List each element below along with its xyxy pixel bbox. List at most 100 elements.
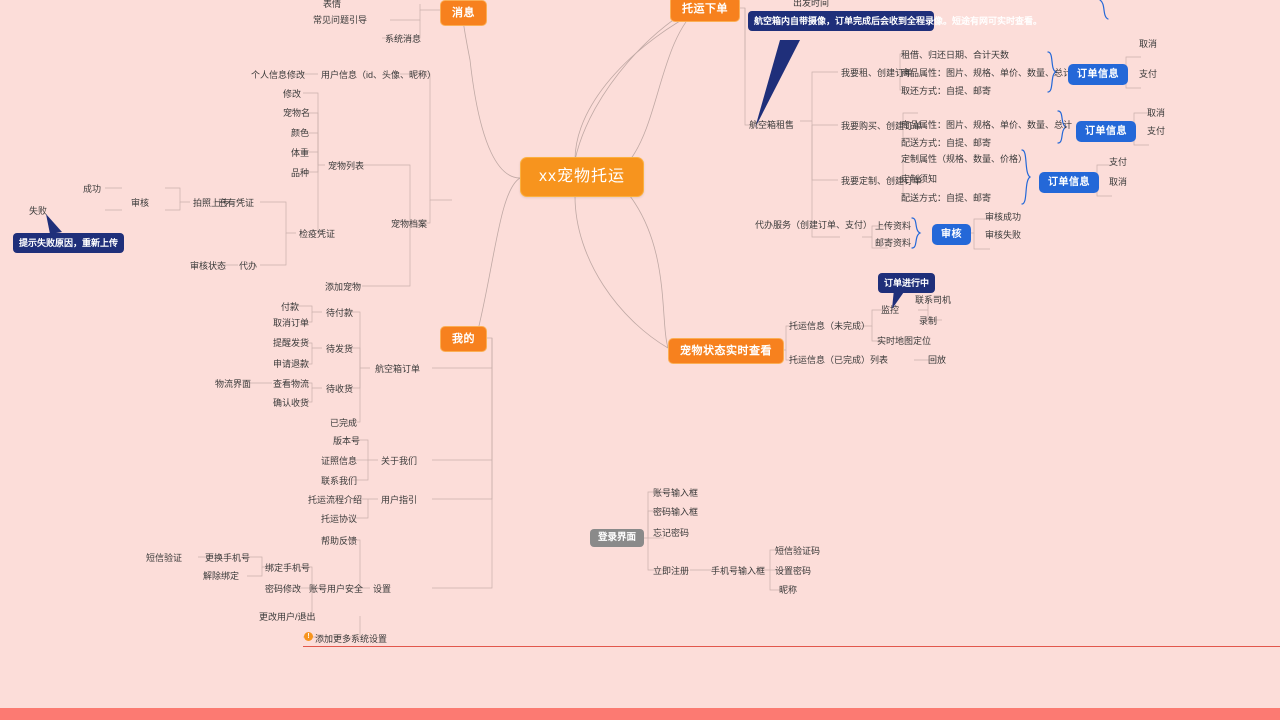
action-pay[interactable]: 付款 bbox=[281, 302, 300, 312]
pet-status-realtime-map[interactable]: 实时地图定位 bbox=[877, 336, 932, 346]
pet-list-child-edit[interactable]: 修改 bbox=[283, 89, 302, 99]
pet-list[interactable]: 宠物列表 bbox=[328, 161, 365, 171]
custom-action-pay[interactable]: 支付 bbox=[1109, 157, 1128, 167]
register-sms-code[interactable]: 短信验证码 bbox=[775, 546, 821, 556]
action-view-logistics[interactable]: 查看物流 bbox=[273, 379, 310, 389]
login-register[interactable]: 立即注册 bbox=[653, 566, 690, 576]
action-cancel-order[interactable]: 取消订单 bbox=[273, 318, 310, 328]
register-nickname[interactable]: 昵称 bbox=[779, 585, 798, 595]
buy-order-info-node[interactable]: 订单信息 bbox=[1076, 121, 1136, 142]
agency-audit-fail[interactable]: 审核失败 bbox=[985, 230, 1022, 240]
audit-result-fail[interactable]: 失败 bbox=[29, 206, 48, 216]
guide-agreement[interactable]: 托运协议 bbox=[321, 514, 358, 524]
security-bind-phone[interactable]: 绑定手机号 bbox=[265, 563, 311, 573]
quarantine-has-cert[interactable]: 已有凭证 bbox=[218, 198, 255, 208]
message-child-faq[interactable]: 常见问题引导 bbox=[313, 15, 368, 25]
pet-status-undone[interactable]: 托运信息（未完成） bbox=[789, 321, 871, 331]
air-box-buy-label[interactable]: 我要购买、创建订单 bbox=[841, 121, 923, 131]
branch-shipping-order[interactable]: 托运下单 bbox=[670, 0, 740, 22]
custom-order-info-node[interactable]: 订单信息 bbox=[1039, 172, 1099, 193]
custom-attr-0[interactable]: 定制属性（规格、数量、价格） bbox=[901, 154, 1028, 164]
agency-attr-mail[interactable]: 邮寄资料 bbox=[875, 238, 912, 248]
rent-attr-2[interactable]: 取还方式：自提、邮寄 bbox=[901, 86, 992, 96]
rent-attr-0[interactable]: 租借、归还日期、合计天数 bbox=[901, 50, 1010, 60]
pet-list-child-name[interactable]: 宠物名 bbox=[283, 108, 311, 118]
pet-list-child-color[interactable]: 颜色 bbox=[291, 128, 310, 138]
buy-action-pay[interactable]: 支付 bbox=[1147, 126, 1166, 136]
buy-action-cancel[interactable]: 取消 bbox=[1147, 108, 1166, 118]
pet-archive-user-info[interactable]: 用户信息（id、头像、昵称） bbox=[321, 70, 437, 80]
quarantine-audit-status[interactable]: 审核状态 bbox=[190, 261, 227, 271]
pet-archive-root[interactable]: 宠物档案 bbox=[391, 219, 428, 229]
login-password-input[interactable]: 密码输入框 bbox=[653, 507, 699, 517]
branch-pet-status[interactable]: 宠物状态实时查看 bbox=[668, 338, 784, 364]
buy-attr-0[interactable]: 商品属性：图片、规格、单价、数量、总计 bbox=[901, 120, 1073, 130]
action-request-refund[interactable]: 申请退款 bbox=[273, 359, 310, 369]
pet-status-done-list[interactable]: 托运信息（已完成）列表 bbox=[789, 355, 889, 365]
login-account-input[interactable]: 账号输入框 bbox=[653, 488, 699, 498]
register-set-password[interactable]: 设置密码 bbox=[775, 566, 812, 576]
order-status-pending-receive[interactable]: 待收货 bbox=[326, 384, 354, 394]
security-change-password[interactable]: 密码修改 bbox=[265, 584, 302, 594]
rent-action-pay[interactable]: 支付 bbox=[1139, 69, 1158, 79]
agency-audit-success[interactable]: 审核成功 bbox=[985, 212, 1022, 222]
branch-message[interactable]: 消息 bbox=[440, 0, 487, 26]
rent-action-cancel[interactable]: 取消 bbox=[1139, 39, 1158, 49]
agency-label[interactable]: 代办服务（创建订单、支付） bbox=[755, 220, 873, 230]
shipping-order-child-departure-time[interactable]: 出发时间 bbox=[793, 0, 830, 8]
audit-result-success[interactable]: 成功 bbox=[83, 184, 102, 194]
user-guide[interactable]: 用户指引 bbox=[381, 495, 418, 505]
pet-status-playback[interactable]: 回放 bbox=[928, 355, 947, 365]
action-confirm-receive[interactable]: 确认收货 bbox=[273, 398, 310, 408]
order-status-pending-ship[interactable]: 待发货 bbox=[326, 344, 354, 354]
custom-attr-1[interactable]: 定制须知 bbox=[901, 174, 938, 184]
message-child-system[interactable]: 系统消息 bbox=[385, 34, 422, 44]
buy-attr-1[interactable]: 配送方式：自提、邮寄 bbox=[901, 138, 992, 148]
about-contact[interactable]: 联系我们 bbox=[321, 476, 358, 486]
agency-audit-node[interactable]: 审核 bbox=[932, 224, 971, 245]
rent-attr-1[interactable]: 商品属性：图片、规格、单价、数量、总计 bbox=[901, 68, 1073, 78]
monitor-record[interactable]: 录制 bbox=[919, 316, 938, 326]
quarantine-agency[interactable]: 代办 bbox=[239, 261, 258, 271]
air-box-rent-label[interactable]: 我要租、创建订单 bbox=[841, 68, 914, 78]
pet-status-monitor[interactable]: 监控 bbox=[881, 305, 900, 315]
agency-attr-upload[interactable]: 上传资料 bbox=[875, 221, 912, 231]
settings-help-feedback[interactable]: 帮助反馈 bbox=[321, 536, 358, 546]
quarantine-audit[interactable]: 审核 bbox=[131, 198, 150, 208]
pet-archive-add-pet[interactable]: 添加宠物 bbox=[325, 282, 362, 292]
monitor-contact-driver[interactable]: 联系司机 bbox=[915, 295, 952, 305]
settings[interactable]: 设置 bbox=[373, 584, 392, 594]
air-box-orders-root[interactable]: 航空箱订单 bbox=[375, 364, 421, 374]
note-add-more-settings[interactable]: ! 添加更多系统设置 bbox=[303, 631, 1280, 647]
login-forgot-password[interactable]: 忘记密码 bbox=[653, 528, 690, 538]
sms-verify[interactable]: 短信验证 bbox=[146, 553, 183, 563]
bind-phone-unbind[interactable]: 解除绑定 bbox=[203, 571, 240, 581]
quarantine-cert[interactable]: 检疫凭证 bbox=[299, 229, 336, 239]
guide-process-intro[interactable]: 托运流程介绍 bbox=[308, 495, 363, 505]
air-box-custom-label[interactable]: 我要定制、创建订单 bbox=[841, 176, 923, 186]
branch-mine[interactable]: 我的 bbox=[440, 326, 487, 352]
security-switch-user-logout[interactable]: 更改用户/退出 bbox=[259, 612, 316, 622]
pet-list-child-breed[interactable]: 品种 bbox=[291, 168, 310, 178]
quarantine-photo-upload[interactable]: 拍照上传 bbox=[193, 198, 230, 208]
pet-archive-personal-edit[interactable]: 个人信息修改 bbox=[251, 70, 306, 80]
custom-action-cancel[interactable]: 取消 bbox=[1109, 177, 1128, 187]
about-license[interactable]: 证照信息 bbox=[321, 456, 358, 466]
action-remind-ship[interactable]: 提醒发货 bbox=[273, 338, 310, 348]
custom-attr-2[interactable]: 配送方式：自提、邮寄 bbox=[901, 193, 992, 203]
order-status-done[interactable]: 已完成 bbox=[330, 418, 358, 428]
air-box-root[interactable]: 航空箱租售 bbox=[749, 120, 795, 130]
register-phone-input[interactable]: 手机号输入框 bbox=[711, 566, 766, 576]
about-version[interactable]: 版本号 bbox=[333, 436, 361, 446]
settings-account-security[interactable]: 账号用户安全 bbox=[309, 584, 364, 594]
logistics-page[interactable]: 物流界面 bbox=[215, 379, 252, 389]
pet-list-child-weight[interactable]: 体重 bbox=[291, 148, 310, 158]
bind-phone-change[interactable]: 更换手机号 bbox=[205, 553, 251, 563]
login-node[interactable]: 登录界面 bbox=[590, 529, 645, 547]
about-us[interactable]: 关于我们 bbox=[381, 456, 418, 466]
order-status-pending-pay[interactable]: 待付款 bbox=[326, 308, 354, 318]
central-node[interactable]: xx宠物托运 bbox=[520, 157, 645, 197]
message-child-emoji[interactable]: 表情 bbox=[323, 0, 342, 9]
rent-order-info-node[interactable]: 订单信息 bbox=[1068, 64, 1128, 85]
